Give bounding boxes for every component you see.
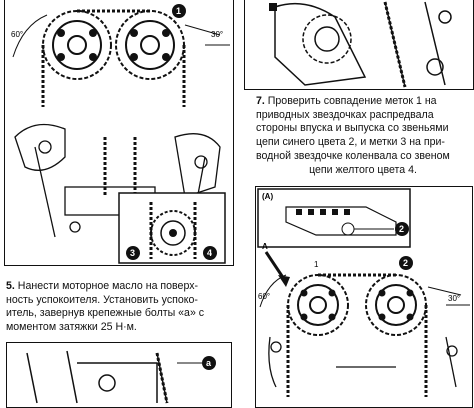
step-5-number: 5.: [6, 280, 15, 292]
step-7-line-2: приводных звездочках распредвала: [256, 108, 434, 121]
mark-2-callout-bottom: 2: [403, 258, 408, 268]
mark-3-callout: 3: [130, 248, 135, 258]
angle-60-label: 60°: [11, 30, 23, 39]
step-5-line-4: моментом затяжки 25 Н·м.: [6, 321, 137, 334]
step-5-line-1: 5. Нанести моторное масло на поверх-: [6, 280, 199, 292]
angle-60-label-bottom: 60°: [258, 292, 270, 301]
figure-bottom-left: a: [6, 342, 232, 408]
step-7-line-4: цепи синего цвета 2, и метки 3 на при-: [256, 136, 445, 149]
engine-diagram-top-right: [269, 1, 452, 88]
figure-top-right: [244, 0, 474, 90]
step-7-line-1: 7. Проверить совпадение меток 1 на: [256, 95, 437, 107]
step-7-number: 7.: [256, 95, 265, 107]
engine-diagram-bottom-left: a: [26, 350, 216, 404]
angle-30-label: 30°: [211, 30, 223, 39]
mark-1-callout: 1: [176, 6, 181, 16]
step-7-line-3: стороны впуска и выпуска со звеньями: [256, 122, 449, 135]
mark-4-callout: 4: [207, 248, 212, 258]
angle-30-label-bottom: 30°: [448, 294, 460, 303]
figure-bottom-right: (A) 2 A 60° 30° 1 2: [255, 186, 473, 408]
step-5-line-2: ность успокоителя. Установить успоко-: [6, 293, 198, 306]
figure-camshaft-top-left: 60° 30° 1 3 4: [4, 0, 234, 266]
callout-a: a: [206, 358, 212, 368]
step-5-line-3: итель, завернув крепежные болты «а» с: [6, 307, 205, 320]
mark-2-inset-callout: 2: [399, 224, 404, 234]
step-5-text: 5. Нанести моторное масло на поверх- нос…: [6, 280, 234, 335]
mark-1-label-bottom: 1: [314, 260, 319, 269]
arrow-a-label: A: [262, 242, 268, 251]
engine-diagram-top-left: 60° 30° 1 3 4: [11, 4, 230, 264]
engine-diagram-bottom-right: (A) 2 A 60° 30° 1 2: [257, 188, 470, 397]
panel-a-label: (A): [262, 192, 273, 201]
step-7-line-6: цепи желтого цвета 4.: [309, 163, 417, 176]
step-7-text: 7. Проверить совпадение меток 1 на приво…: [256, 95, 470, 177]
step-7-line-5: водной звездочке коленвала со звеном: [256, 149, 450, 162]
